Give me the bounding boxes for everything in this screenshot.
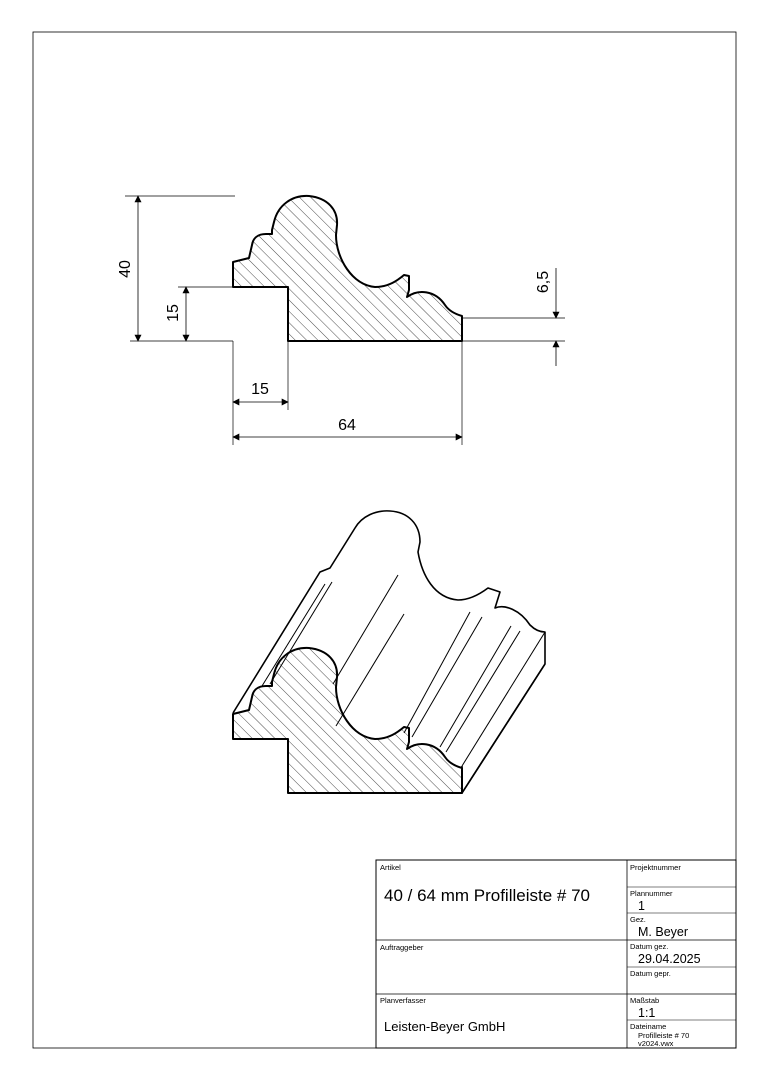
massstab-value: 1:1 — [638, 1006, 655, 1020]
datum-gez-value: 29.04.2025 — [638, 952, 701, 966]
plannummer-value: 1 — [638, 899, 645, 913]
projektnummer-label: Projektnummer — [630, 863, 681, 872]
dim-height-step: 15 — [165, 304, 182, 322]
dim-width-total: 64 — [338, 417, 356, 434]
profile-cross-section — [232, 194, 463, 342]
auftraggeber-label: Auftraggeber — [380, 943, 424, 952]
dateiname-label: Dateiname — [630, 1022, 666, 1031]
datum-gepr-label: Datum gepr. — [630, 969, 671, 978]
dim-width-step: 15 — [251, 381, 269, 398]
artikel-value: 40 / 64 mm Profilleiste # 70 — [384, 886, 590, 905]
profile-isometric-view — [232, 510, 546, 794]
plannummer-label: Plannummer — [630, 889, 673, 898]
dim-height-edge: 6,5 — [535, 271, 552, 293]
dateiname-line2: v2024.vwx — [638, 1039, 674, 1048]
dim-height-total: 40 — [117, 260, 134, 278]
profile-section-view: 40 15 15 64 6,5 — [117, 194, 565, 445]
planverfasser-value: Leisten-Beyer GmbH — [384, 1019, 505, 1034]
artikel-label: Artikel — [380, 863, 401, 872]
title-block: Artikel 40 / 64 mm Profilleiste # 70 Auf… — [375, 859, 737, 1049]
datum-gez-label: Datum gez. — [630, 942, 668, 951]
gez-label: Gez. — [630, 915, 646, 924]
isometric-front-face — [232, 646, 463, 794]
dateiname-line1: Profilleiste # 70 — [638, 1031, 689, 1040]
massstab-label: Maßstab — [630, 996, 659, 1005]
planverfasser-label: Planverfasser — [380, 996, 426, 1005]
gez-value: M. Beyer — [638, 925, 688, 939]
